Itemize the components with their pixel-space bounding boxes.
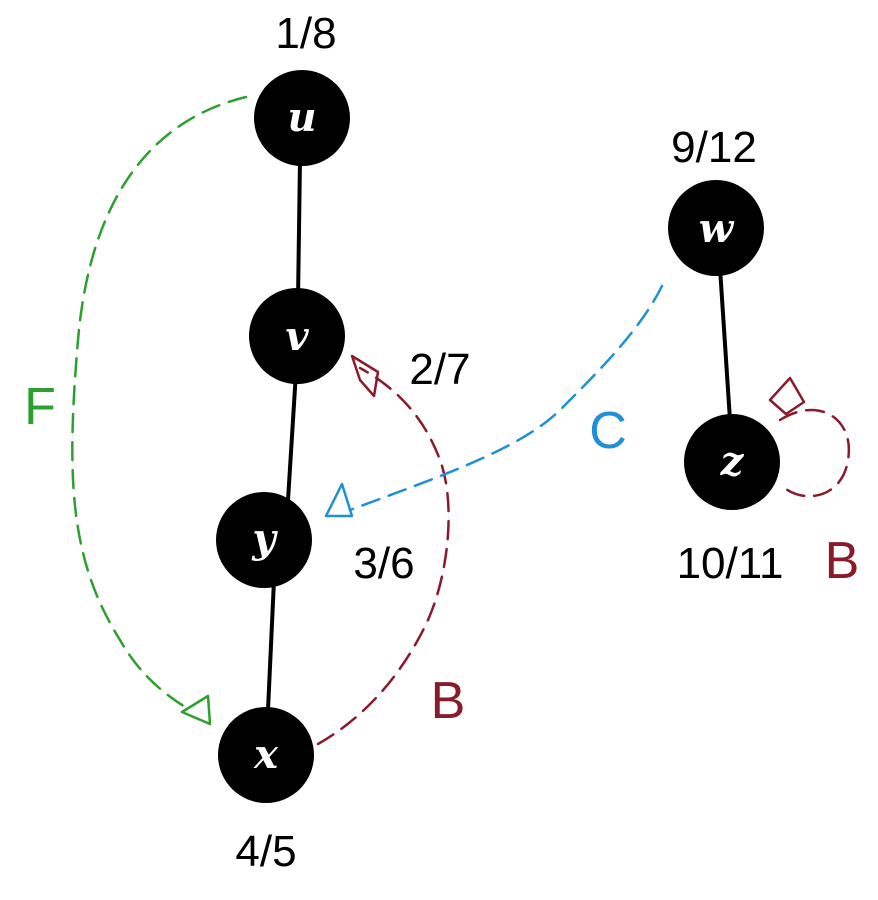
time-z: 10/11 bbox=[677, 539, 784, 588]
node-z-label: z bbox=[720, 438, 745, 485]
node-v[interactable]: v bbox=[249, 288, 345, 384]
edge-label-cross: C bbox=[589, 402, 627, 460]
time-u: 1/8 bbox=[275, 9, 336, 58]
node-v-circle bbox=[249, 288, 345, 384]
node-z[interactable]: z bbox=[684, 414, 780, 510]
back-edge-self-z bbox=[768, 376, 851, 498]
node-u-circle bbox=[254, 70, 350, 166]
node-v-label: v bbox=[285, 313, 309, 360]
node-x[interactable]: x bbox=[218, 707, 314, 803]
node-w[interactable]: w bbox=[668, 180, 764, 276]
node-z-circle bbox=[684, 414, 780, 510]
node-x-circle bbox=[218, 707, 314, 803]
tree-edges bbox=[266, 159, 732, 711]
cross-edge-arrowhead bbox=[324, 482, 354, 518]
node-y[interactable]: y bbox=[216, 492, 312, 588]
node-u[interactable]: u bbox=[254, 70, 350, 166]
node-x-label: x bbox=[253, 731, 279, 778]
tree-edge-v-y bbox=[286, 371, 298, 501]
cross-edge-w-y bbox=[324, 284, 664, 518]
time-x: 4/5 bbox=[235, 827, 296, 876]
edge-label-back-self: B bbox=[825, 532, 860, 590]
node-w-circle bbox=[668, 180, 764, 276]
time-y: 3/6 bbox=[353, 539, 414, 588]
node-w-label: w bbox=[699, 205, 735, 252]
tree-edge-w-z bbox=[718, 267, 732, 421]
time-w: 9/12 bbox=[671, 123, 757, 172]
node-u-label: u bbox=[287, 94, 316, 141]
forward-edge-arrowhead bbox=[180, 694, 212, 726]
self-loop-arrowhead bbox=[768, 376, 806, 416]
edge-label-back-xv: B bbox=[431, 672, 466, 730]
node-y-circle bbox=[216, 492, 312, 588]
back-edge-x-v bbox=[316, 354, 450, 746]
tree-edge-u-v bbox=[296, 159, 302, 301]
forward-edge-u-x bbox=[71, 95, 248, 726]
back-edge-arrowhead bbox=[350, 354, 380, 398]
time-v: 2/7 bbox=[409, 345, 470, 394]
tree-edge-y-x bbox=[266, 579, 276, 711]
node-y-label: y bbox=[251, 515, 278, 562]
edge-label-forward: F bbox=[24, 378, 56, 436]
